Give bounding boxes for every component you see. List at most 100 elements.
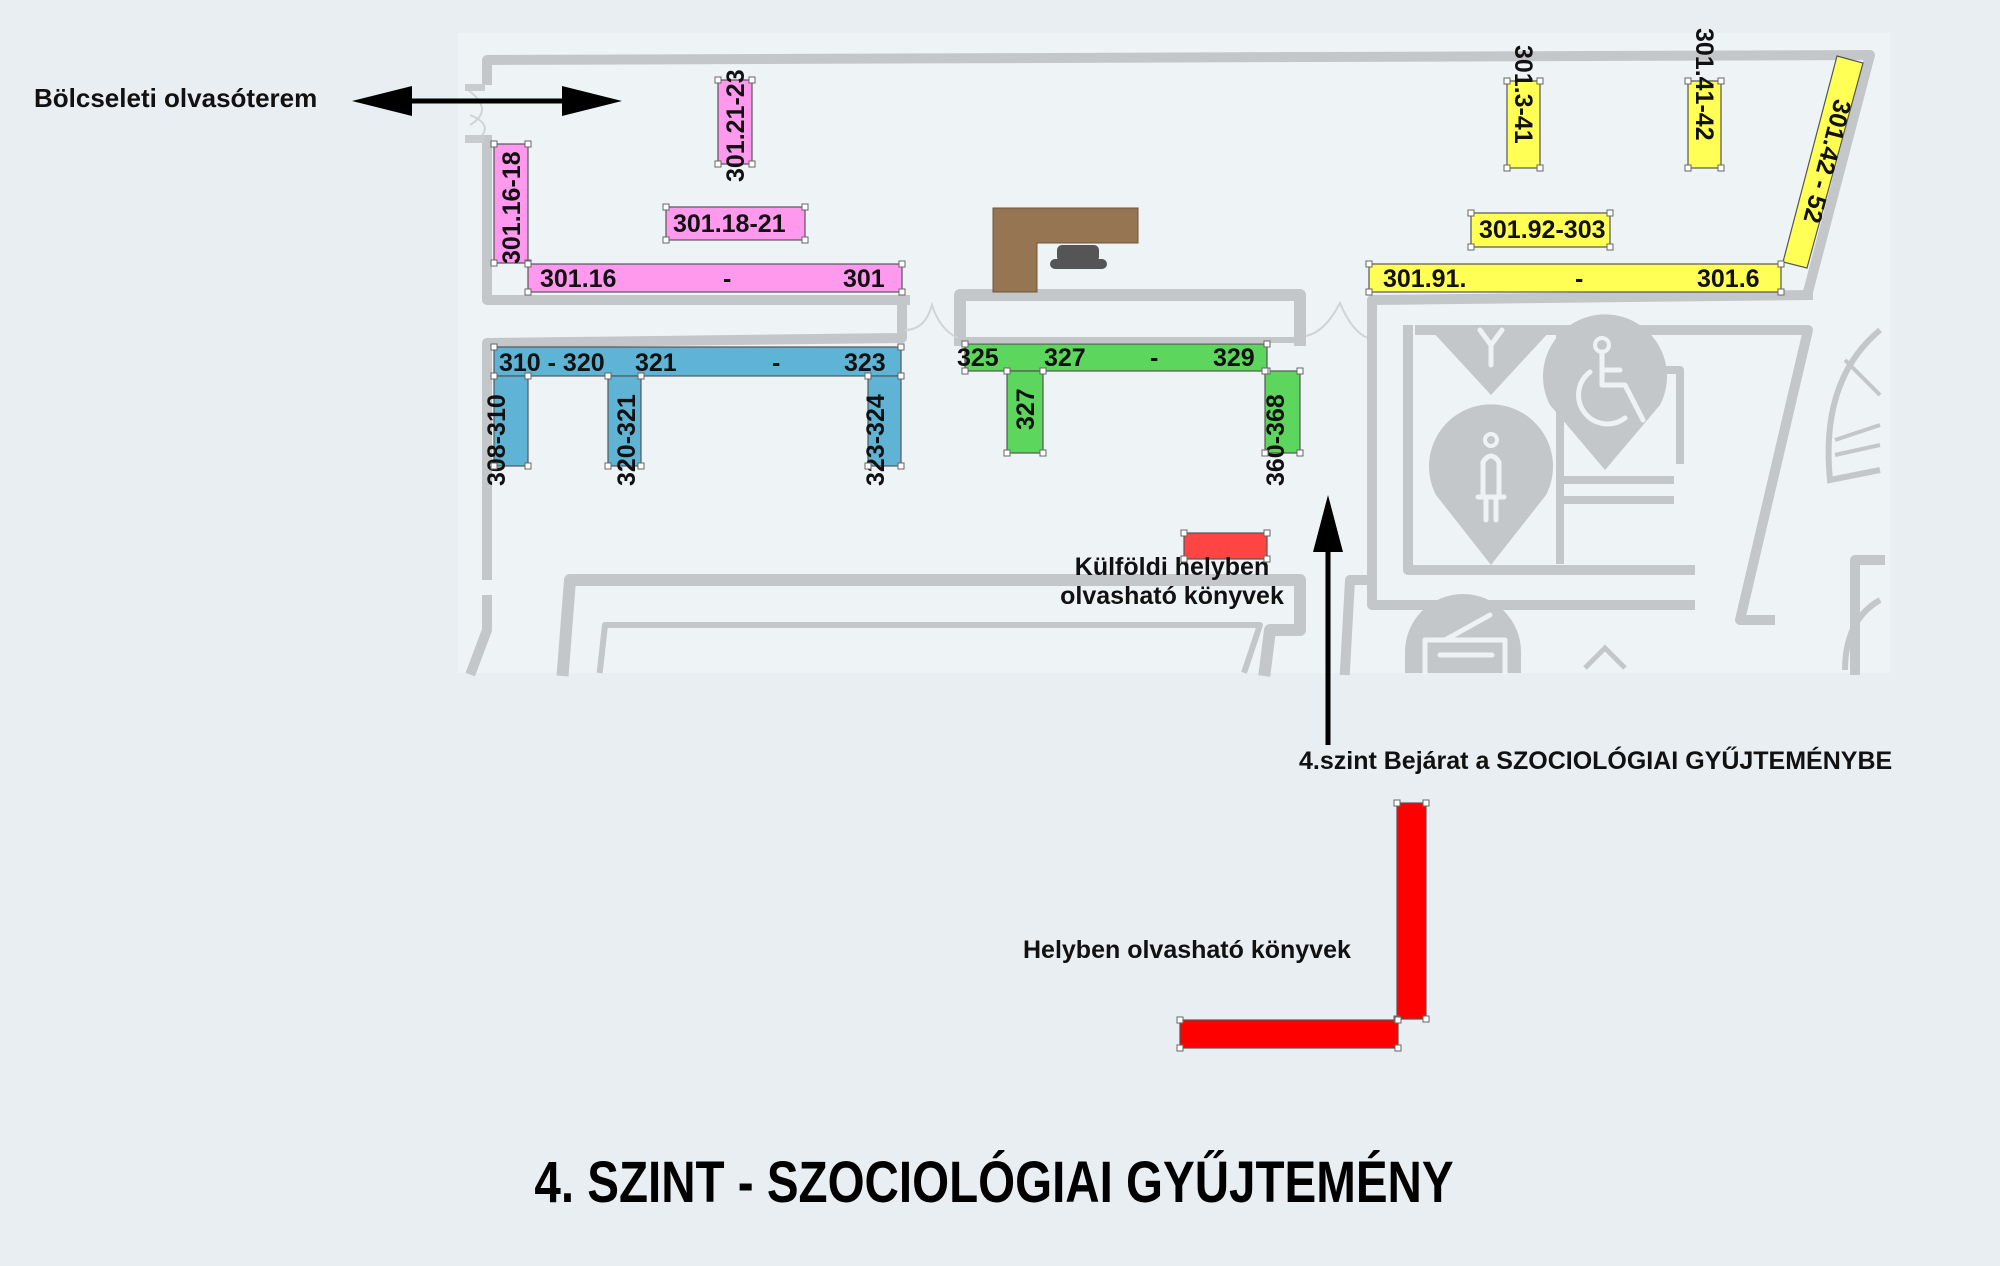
shelf-325-329[interactable]: 325 327 - 329 <box>957 343 1268 372</box>
shelf-301-41-42[interactable]: 301.41-42 <box>1687 28 1722 169</box>
shelf-label: 360-368 <box>1262 394 1290 486</box>
resize-handle <box>714 160 722 168</box>
resize-handle <box>637 462 645 470</box>
wall-center-block <box>954 289 1306 346</box>
shelf-reference-books[interactable] <box>1179 802 1427 1049</box>
resize-handle <box>1180 555 1188 563</box>
shelf-301-3-41[interactable]: 301.3-41 <box>1506 45 1541 169</box>
shelf-308-310[interactable]: 308-310 <box>483 375 529 486</box>
shelf-360-368[interactable]: 360-368 <box>1262 370 1301 486</box>
shelf-label-end: 301 <box>843 265 885 293</box>
resize-handle <box>1684 77 1692 85</box>
resize-handle <box>897 343 905 351</box>
shelf-320-321[interactable]: 320-321 <box>607 375 642 486</box>
resize-handle <box>801 236 809 244</box>
resize-handle <box>1422 1015 1430 1023</box>
service-desk <box>992 207 1139 293</box>
shelf-label-dash: - <box>772 349 780 377</box>
shelf-group-blue: 310 - 320 321 - 323 308-310 320-321 323-… <box>483 346 902 486</box>
resize-handle <box>1261 449 1269 457</box>
resize-handle <box>1503 77 1511 85</box>
shelf-label-end: 323 <box>844 349 886 377</box>
shelf-foreign-reference[interactable] <box>1183 532 1268 560</box>
resize-handle <box>961 367 969 375</box>
copier-icon <box>1405 594 1521 676</box>
resize-handle <box>1176 1016 1184 1024</box>
door-arc-1 <box>904 301 959 339</box>
resize-handle <box>1467 243 1475 251</box>
resize-handle <box>637 372 645 380</box>
resize-handle <box>1365 288 1373 296</box>
resize-handle <box>662 203 670 211</box>
resize-handle <box>1503 164 1511 172</box>
shelf-label-b: 327 <box>1044 344 1086 372</box>
shelf-301-92-303[interactable]: 301.92-303 <box>1470 212 1611 248</box>
page-title: 4. SZINT - SZOCIOLÓGIAI GYŰJTEMÉNY <box>534 1150 1453 1216</box>
shelf-301-16-18[interactable]: 301.16-18 <box>493 143 529 264</box>
wall-left-upper <box>482 135 910 305</box>
shelf-group-green: 325 327 - 329 327 360-368 <box>957 343 1301 486</box>
shelf-label: 301.3-41 <box>1509 45 1537 144</box>
resize-handle <box>490 343 498 351</box>
resize-handle <box>1365 260 1373 268</box>
resize-handle <box>490 259 498 267</box>
shelf-label: 301.18-21 <box>673 210 786 238</box>
shelf-label-start: 301.16 <box>540 265 616 293</box>
resize-handle <box>1536 164 1544 172</box>
shelf-label: 320-321 <box>613 394 641 486</box>
resize-handle <box>748 160 756 168</box>
resize-handle <box>1003 449 1011 457</box>
door-stub-bottom <box>465 135 485 143</box>
shelf-301-16-301[interactable]: 301.16 - 301 <box>527 263 903 293</box>
wall-right-top <box>1367 289 1814 345</box>
resize-handle <box>1039 367 1047 375</box>
shelf-327[interactable]: 327 <box>1006 370 1044 454</box>
resize-handle <box>1467 209 1475 217</box>
shelf-label: 323-324 <box>862 394 890 486</box>
resize-handle <box>898 288 906 296</box>
resize-handle <box>1394 1016 1402 1024</box>
label-foreign-reference-2: olvasható könyvek <box>1060 582 1284 610</box>
wall-right-inner <box>1556 326 1684 564</box>
shelf-label: 327 <box>1012 388 1040 430</box>
resize-handle <box>1422 799 1430 807</box>
resize-handle <box>1263 555 1271 563</box>
resize-handle <box>1777 288 1785 296</box>
resize-handle <box>1717 164 1725 172</box>
elevator-icon <box>1583 644 1627 670</box>
shelf-label-a: 325 <box>957 344 999 372</box>
resize-handle <box>1263 340 1271 348</box>
double-arrow-icon <box>352 86 622 116</box>
wall-bottom-left <box>556 574 1306 677</box>
wheelchair-accessible-icon <box>1543 314 1667 470</box>
resize-handle <box>1393 799 1401 807</box>
resize-handle <box>1003 367 1011 375</box>
shelf-301-91-301-6[interactable]: 301.91. - 301.6 <box>1368 263 1782 293</box>
label-entrance: 4.szint Bejárat a SZOCIOLÓGIAI GYŰJTEMÉN… <box>1299 745 1892 775</box>
shelf-label: 301.92-303 <box>1479 216 1606 244</box>
walls <box>465 50 1885 677</box>
shelf-301-18-21[interactable]: 301.18-21 <box>665 206 806 241</box>
resize-handle <box>1039 449 1047 457</box>
resize-handle <box>897 372 905 380</box>
resize-handle <box>1296 367 1304 375</box>
resize-handle <box>1263 529 1271 537</box>
resize-handle <box>864 462 872 470</box>
label-foreign-reference: Külföldi helyben <box>1075 553 1269 581</box>
wall-outer-top <box>482 50 1875 299</box>
resize-handle <box>1176 1044 1184 1052</box>
entrance-arrow-icon <box>1313 495 1343 745</box>
resize-handle <box>524 260 532 268</box>
door-arc-2 <box>1305 300 1369 339</box>
resize-handle <box>662 236 670 244</box>
shelf-323-324[interactable]: 323-324 <box>862 375 902 486</box>
shelf-label-start: 301.91. <box>1383 265 1466 293</box>
label-reference-books: Helyben olvasható könyvek <box>1023 936 1351 964</box>
shelf-301-21-23[interactable]: 301.21-23 <box>717 69 753 182</box>
shelf-label: 308-310 <box>483 394 511 486</box>
resize-handle <box>898 260 906 268</box>
womens-restroom-icon <box>1429 404 1553 565</box>
resize-handle <box>897 462 905 470</box>
resize-handle <box>748 76 756 84</box>
shelf-310-323[interactable]: 310 - 320 321 - 323 <box>493 346 902 377</box>
